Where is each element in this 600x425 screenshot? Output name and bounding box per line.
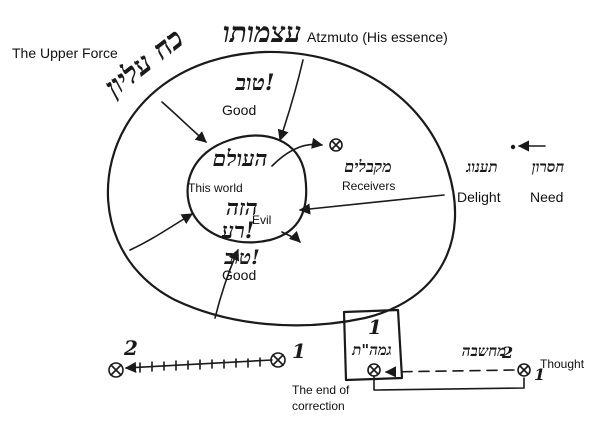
circled-x-icon — [270, 352, 286, 368]
label-need: Need — [530, 189, 563, 205]
outer-circle — [106, 50, 457, 327]
inner-circle — [186, 134, 308, 244]
dashed-arrow — [384, 366, 515, 378]
need-dot — [510, 144, 516, 150]
label-end-of-correction-1: The end of — [292, 383, 350, 397]
hebrew-machshava: מחשבה — [462, 342, 506, 360]
number-1-thought-side: 1 — [534, 365, 545, 384]
hebrew-tov-bottom: טוב! — [223, 245, 260, 269]
label-evil: Evil — [252, 213, 271, 227]
hebrew-koach-elyon: כח עליון — [98, 22, 190, 104]
number-1-box: 1 — [368, 315, 382, 339]
label-upper-force: The Upper Force — [12, 45, 118, 61]
label-atzmuto: Atzmuto (His essence) — [307, 29, 448, 45]
arrow-atzmuto — [277, 59, 304, 142]
circled-x-icon — [329, 138, 343, 152]
number-1-line: 1 — [292, 339, 306, 363]
circled-x-icon — [367, 363, 381, 377]
arrow-to-receivers — [271, 137, 324, 167]
arrow-upper-left — [161, 101, 207, 143]
hebrew-mekablim: מקבלים — [344, 157, 391, 176]
label-delight: Delight — [457, 189, 501, 205]
label-good-top: Good — [222, 102, 256, 118]
arrow-lower-left — [129, 213, 193, 251]
hebrew-ra: רע! — [221, 218, 255, 244]
arrow-bottom — [214, 248, 240, 319]
hebrew-hazeh: הזה — [226, 195, 257, 221]
circled-x-icon — [108, 362, 124, 378]
return-line — [373, 375, 525, 391]
label-good-bottom: Good — [222, 267, 256, 283]
hebrew-atzmuto: עצמותו — [223, 16, 302, 49]
hebrew-taanug: תענוג — [465, 158, 497, 176]
number-2-thought: 2 — [501, 343, 513, 362]
label-thought: Thought — [540, 357, 585, 371]
hebrew-tov-top: טוב! — [234, 70, 274, 96]
circled-x-icon — [517, 363, 531, 377]
number-2-line: 2 — [123, 336, 138, 360]
label-this-world: This world — [188, 181, 243, 195]
label-end-of-correction-2: correction — [292, 399, 345, 413]
hebrew-haolam: העולם — [213, 146, 268, 172]
arrow-evil-out — [281, 230, 301, 243]
hebrew-chesron: חסרון — [532, 158, 565, 176]
label-receivers: Receivers — [342, 179, 395, 193]
end-of-correction-box — [342, 308, 404, 382]
hatched-line — [124, 357, 273, 374]
arrow-receivers-in — [298, 194, 445, 215]
hebrew-gmar-tikkun: גמה"ת — [351, 341, 391, 359]
